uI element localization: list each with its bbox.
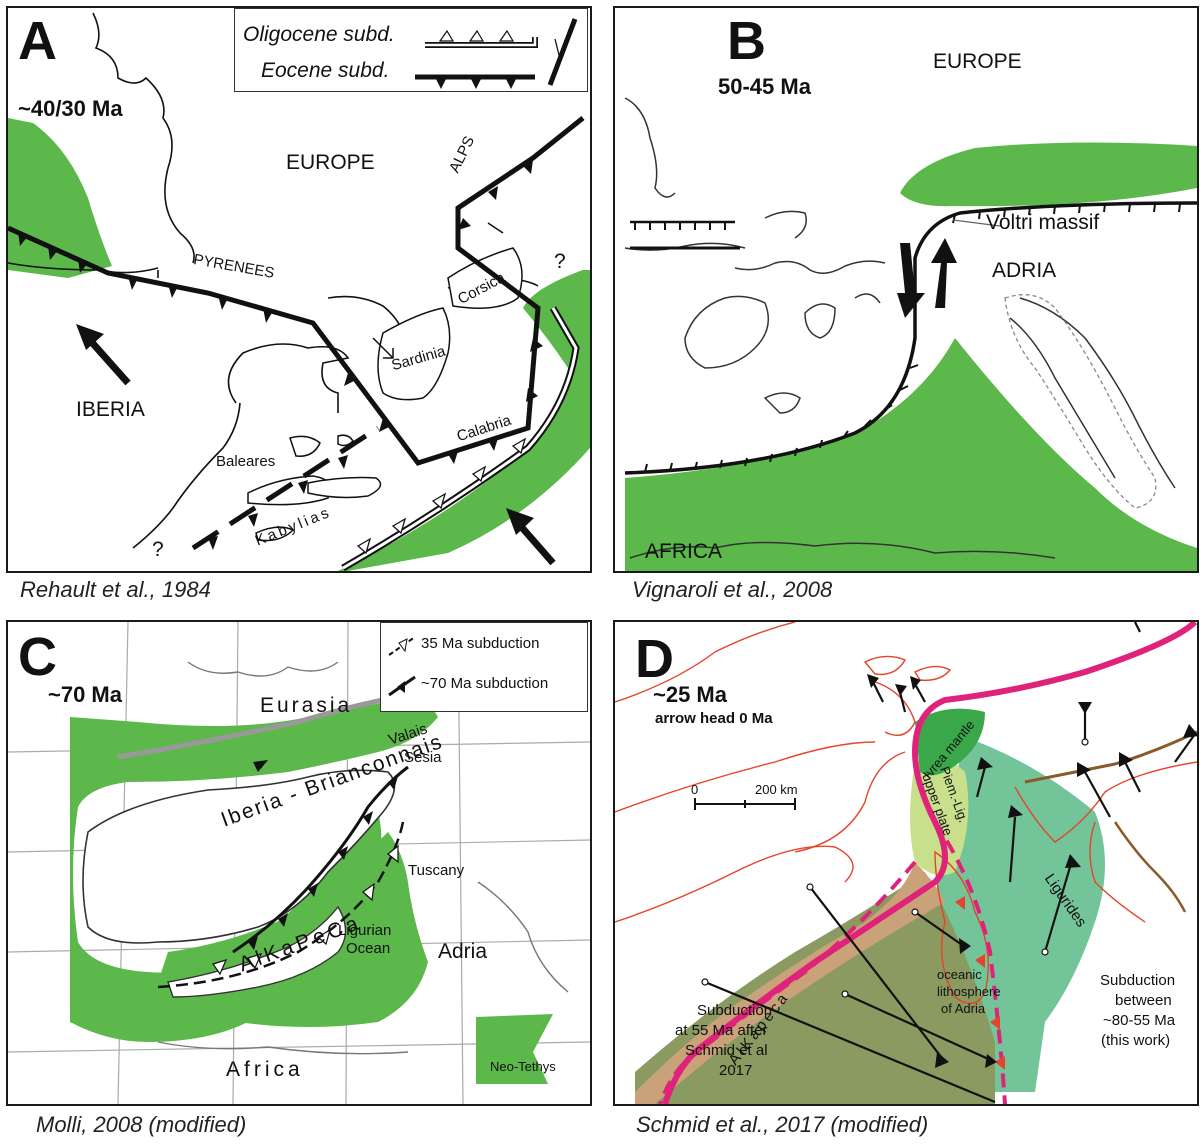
label-sub80-3: ~80-55 Ma [1103,1012,1176,1029]
green-patch-east [338,270,590,571]
subduction-ticks [634,203,1181,473]
subduction-70ma-line [232,765,409,954]
label-ligurian: Ligurian [338,922,392,939]
legend-symbols [415,18,578,89]
green-north-band [900,142,1197,207]
ivrea-mantle-fill [915,708,985,776]
label-adria-c: Adria [438,940,488,963]
label-iberia: IBERIA [76,398,145,421]
panel-c-letter: C [18,627,57,687]
scale-zero: 0 [691,782,699,797]
adria-outline [1004,294,1157,509]
label-sub55-4: 2017 [719,1062,753,1079]
panel-d-map [615,622,1197,1104]
panel-a-letter: A [18,11,57,71]
neo-tethys-fill [476,1014,553,1084]
sardinia-island [377,307,451,401]
panel-d-age: ~25 Ma [653,682,727,707]
iberia-motion-arrow-icon [76,324,104,350]
label-sub55-3: Schmid et al [685,1042,768,1059]
panel-b-letter: B [727,11,766,71]
africa-motion-arrow-icon [506,508,534,535]
label-eurasia: Eurasia [260,694,353,717]
label-oceanic-2: lithosphere [937,984,1001,999]
legend-c-symbols [388,636,416,697]
label-sesia: Sesia [401,749,445,766]
teeth-70ma [248,760,398,950]
label-sub80-4: (this work) [1101,1032,1171,1049]
panel-a-map [8,12,590,571]
legend-eocene-label: Eocene subd. [261,59,390,82]
caption-b: Vignaroli et al., 2008 [632,577,833,602]
panel-c-legend: 35 Ma subduction ~70 Ma subduction [380,622,588,712]
coast-france-west [92,12,195,264]
sinistral-arrow-icon [897,243,925,318]
coastlines-red [615,622,1197,1005]
iberia-brianconnais-block [82,769,396,944]
brown-boundary-line [1024,730,1197,784]
label-question-2: ? [152,538,164,561]
motion-arrows [704,622,1196,1104]
legend-70ma-label: ~70 Ma subduction [421,675,549,692]
label-oceanic-3: of Adria [941,1001,986,1016]
caption-c: Molli, 2008 (modified) [36,1112,247,1137]
panel-b-map [624,97,1197,571]
label-oceanic-1: oceanic [937,967,982,982]
label-africa-b: AFRICA [645,540,723,563]
panel-d-letter: D [635,629,674,689]
panel-c-map [8,622,590,1104]
panel-d-arrowhead-note: arrow head 0 Ma [655,710,773,727]
caption-a: Rehault et al., 1984 [20,577,211,602]
label-tuscany: Tuscany [408,862,465,879]
upper-plate-fill [910,758,969,876]
dextral-arrow-icon [931,238,957,308]
label-sub80-1: Subduction [1100,972,1176,989]
green-south-ocean [625,338,1197,571]
label-africa-c: Africa [226,1058,304,1081]
panel-a-legend: Oligocene subd. Eocene subd. [234,8,588,92]
label-sub55-2: at 55 Ma after [675,1022,768,1039]
label-sub55-1: Subduction [697,1002,773,1019]
caption-d: Schmid et al., 2017 (modified) [636,1112,929,1137]
red-teeth [955,896,1005,1070]
label-baleares: Baleares [216,453,276,470]
label-ocean: Ocean [346,940,391,957]
panel-a: Oligocene subd. Eocene subd. A ~40/30 Ma… [6,6,592,573]
label-adria-b: ADRIA [992,259,1057,282]
panel-a-age: ~40/30 Ma [18,96,123,121]
corsica-island [447,247,523,309]
label-sub80-2: between [1115,992,1172,1009]
label-voltri: Voltri massif [986,211,1100,234]
eocene-teeth [18,160,543,550]
subduction-55-line [658,860,917,1104]
oligocene-teeth [356,437,527,555]
panel-d: D ~25 Ma arrow head 0 Ma 0 200 km Ivrea … [613,620,1199,1106]
teeth-35ma [212,844,399,976]
legend-35ma-label: 35 Ma subduction [421,635,540,652]
panel-c-age: ~70 Ma [48,682,122,707]
label-europe: EUROPE [286,151,375,174]
panel-b: B 50-45 Ma EUROPE Voltri massif ADRIA AF… [613,6,1199,573]
scale-bar [694,798,796,810]
label-question-1: ? [554,250,566,273]
legend-oligocene-label: Oligocene subd. [243,23,395,46]
scale-km: 200 km [755,782,798,797]
baleares-island [289,435,321,457]
label-europe-b: EUROPE [933,50,1022,73]
panel-c: 35 Ma subduction ~70 Ma subduction C ~70… [6,620,592,1106]
panel-b-age: 50-45 Ma [718,74,811,99]
label-neotethys: Neo-Tethys [490,1059,556,1074]
